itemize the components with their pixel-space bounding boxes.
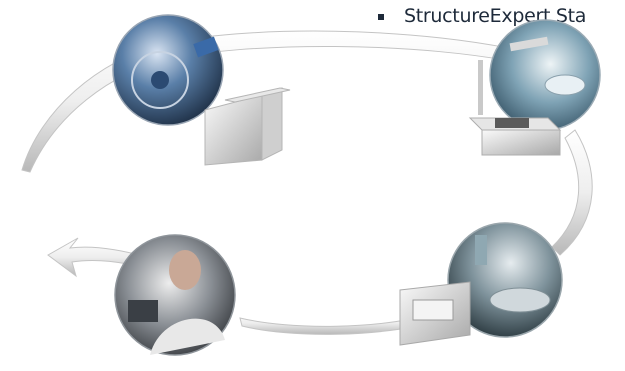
stage-sample-preparation [447,222,563,338]
right-arc-arrow [551,129,593,256]
stage-analyst [114,234,236,356]
stage-turbine [112,14,224,126]
bottom-arc-arrow [239,311,443,335]
stage-microscope [489,19,601,131]
specimen-blocks [204,87,291,166]
sample-device-box [399,281,471,346]
microscope-base [468,60,562,156]
bullet-square-icon [378,13,384,20]
